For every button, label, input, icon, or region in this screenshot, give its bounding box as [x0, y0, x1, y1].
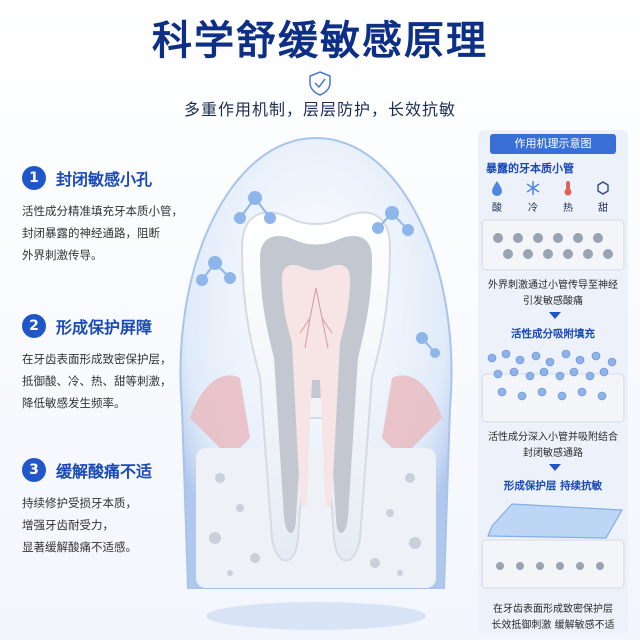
caption-filling: 活性成分深入小管并吸附结合 封闭敏感通路: [488, 432, 618, 459]
feature-seal-pores: 1 封闭敏感小孔 活性成分精准填充牙本质小管， 封闭暴露的神经通路，阻断 外界刺…: [22, 166, 192, 266]
feature-number: 3: [22, 458, 46, 482]
panel-title: 作用机理示意图: [490, 134, 616, 154]
exposed-tubules-illustration: [481, 219, 625, 271]
feature-title: 形成保护屏障: [56, 318, 153, 337]
stage-title-fill: 活性成分吸附填充: [511, 328, 595, 340]
page-subtitle: 多重作用机制，层层防护，长效抗敏: [183, 100, 456, 119]
drop-icon: [492, 181, 502, 196]
sugar-cube-icon: [597, 181, 609, 195]
feature-title: 封闭敏感小孔: [56, 170, 153, 189]
page-title: 科学舒缓敏感原理: [152, 18, 488, 64]
caption-exposed: 外界刺激通过小管传导至神经 引发敏感酸痛: [488, 280, 618, 307]
feature-title: 缓解酸痛不适: [56, 462, 153, 481]
protective-layer-illustration: [481, 503, 625, 589]
stimulus-label: 热: [563, 203, 573, 214]
stimulus-label: 酸: [492, 203, 502, 214]
tooth-illustration: [179, 136, 453, 630]
shield-icon: [309, 71, 331, 96]
feature-description: 活性成分精准填充牙本质小管， 封闭暴露的神经通路，阻断 外界刺激传导。: [22, 204, 183, 262]
caption-protect: 在牙齿表面形成致密保护层 长效抵御刺激 缓解敏感不适: [491, 604, 615, 631]
stimulus-label: 冷: [528, 203, 538, 214]
stimulus-label: 甜: [598, 203, 608, 214]
feature-number: 1: [22, 166, 46, 190]
feature-description: 在牙齿表面形成致密保护层， 抵御酸、冷、热、甜等刺激， 降低敏感发生频率。: [22, 352, 172, 410]
arrow-down-icon: [549, 464, 561, 471]
stage-title-protect: 形成保护层 持续抗敏: [503, 480, 603, 492]
feature-relieve-pain: 3 缓解酸痛不适 持续修护受损牙本质， 增强牙齿耐受力， 显著缓解酸痛不适感。: [22, 458, 192, 558]
filling-illustration: [481, 349, 625, 423]
feature-number: 2: [22, 314, 46, 338]
panel-subtitle: 暴露的牙本质小管: [486, 162, 574, 175]
arrow-down-icon: [549, 312, 561, 319]
snowflake-icon: [526, 181, 540, 195]
thermometer-icon: [564, 181, 572, 196]
feature-protective-barrier: 2 形成保护屏障 在牙齿表面形成致密保护层， 抵御酸、冷、热、甜等刺激， 降低敏…: [22, 314, 192, 414]
feature-description: 持续修护受损牙本质， 增强牙齿耐受力， 显著缓解酸痛不适感。: [22, 496, 137, 554]
